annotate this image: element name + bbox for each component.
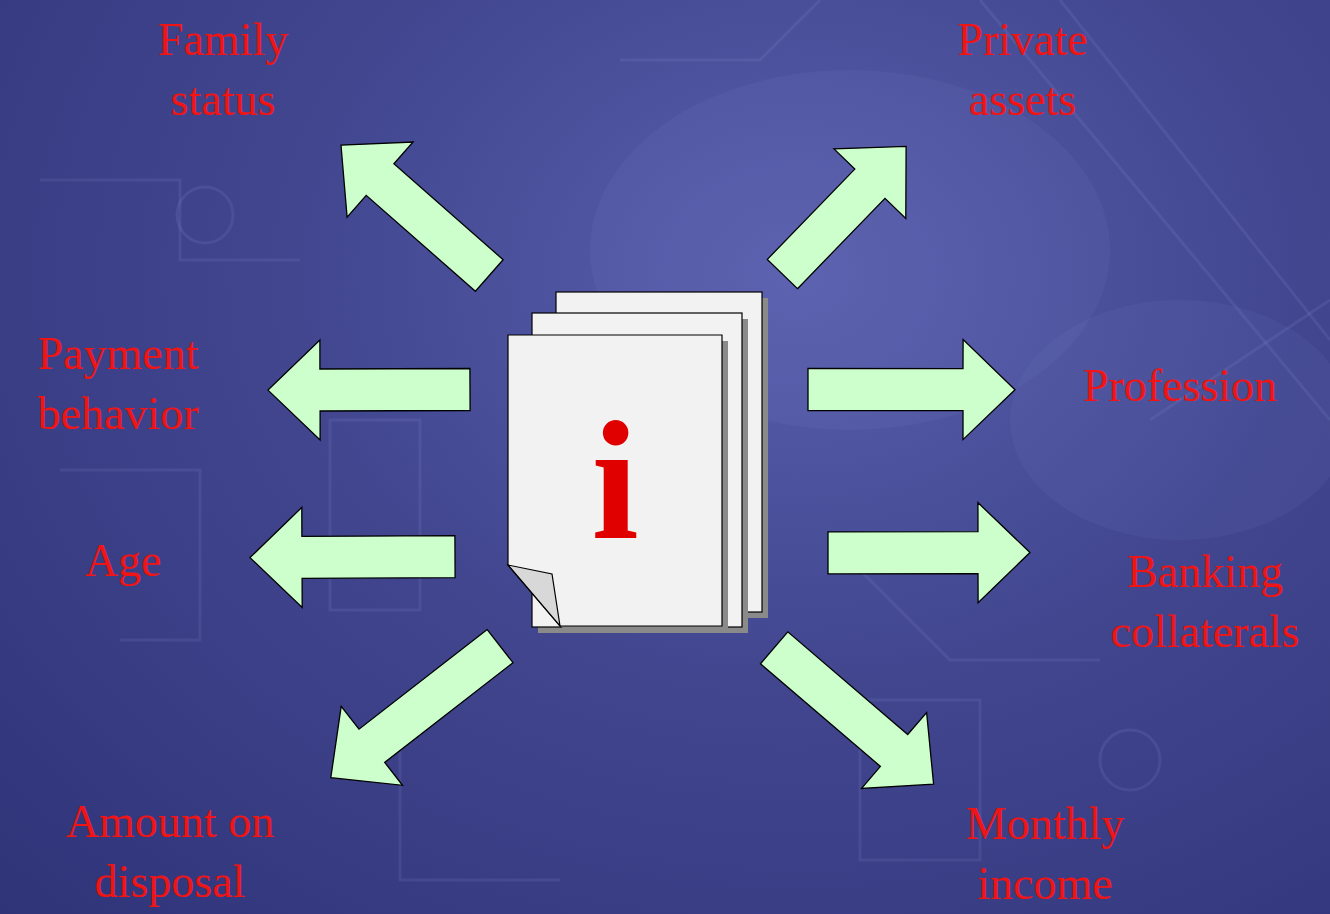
block-arrow <box>767 146 906 288</box>
attribute-text: Payment behavior <box>8 324 228 444</box>
trace <box>850 560 1100 660</box>
attribute-text: Age <box>85 531 162 591</box>
component-ring <box>177 187 233 243</box>
attribute-label: Age <box>60 530 186 592</box>
attribute-text: Monthly income <box>945 794 1145 914</box>
trace <box>40 180 300 260</box>
trace <box>60 470 200 640</box>
block-arrow <box>331 630 513 786</box>
attribute-text: Amount on disposal <box>25 792 315 912</box>
attribute-text: Family status <box>120 10 326 130</box>
attribute-text: Private assets <box>920 10 1125 130</box>
block-arrow <box>761 632 934 789</box>
attribute-label: Amount on disposal <box>25 790 315 914</box>
page-fold <box>508 565 560 626</box>
attribute-text: Banking collaterals <box>1080 542 1330 662</box>
block-arrow <box>808 340 1015 440</box>
attribute-text: Profession <box>1083 356 1277 416</box>
attribute-label: Family status <box>120 8 326 132</box>
page-front <box>508 335 722 626</box>
attribute-label: Payment behavior <box>8 322 228 446</box>
component-ring <box>1100 730 1160 790</box>
info-symbol: i <box>508 335 722 626</box>
block-arrow <box>268 340 470 440</box>
chip-outline <box>330 420 420 610</box>
trace <box>620 0 820 60</box>
attribute-label: Profession <box>1045 355 1315 417</box>
block-arrow <box>341 142 503 291</box>
attribute-label: Monthly income <box>945 794 1145 914</box>
highlight <box>1010 300 1330 540</box>
trace <box>400 700 560 880</box>
block-arrow <box>250 507 455 607</box>
chip-outline <box>860 700 980 860</box>
block-arrow <box>828 503 1030 603</box>
attribute-label: Private assets <box>920 8 1125 132</box>
document-icon: i <box>508 292 765 640</box>
attribute-label: Banking collaterals <box>1080 540 1330 664</box>
